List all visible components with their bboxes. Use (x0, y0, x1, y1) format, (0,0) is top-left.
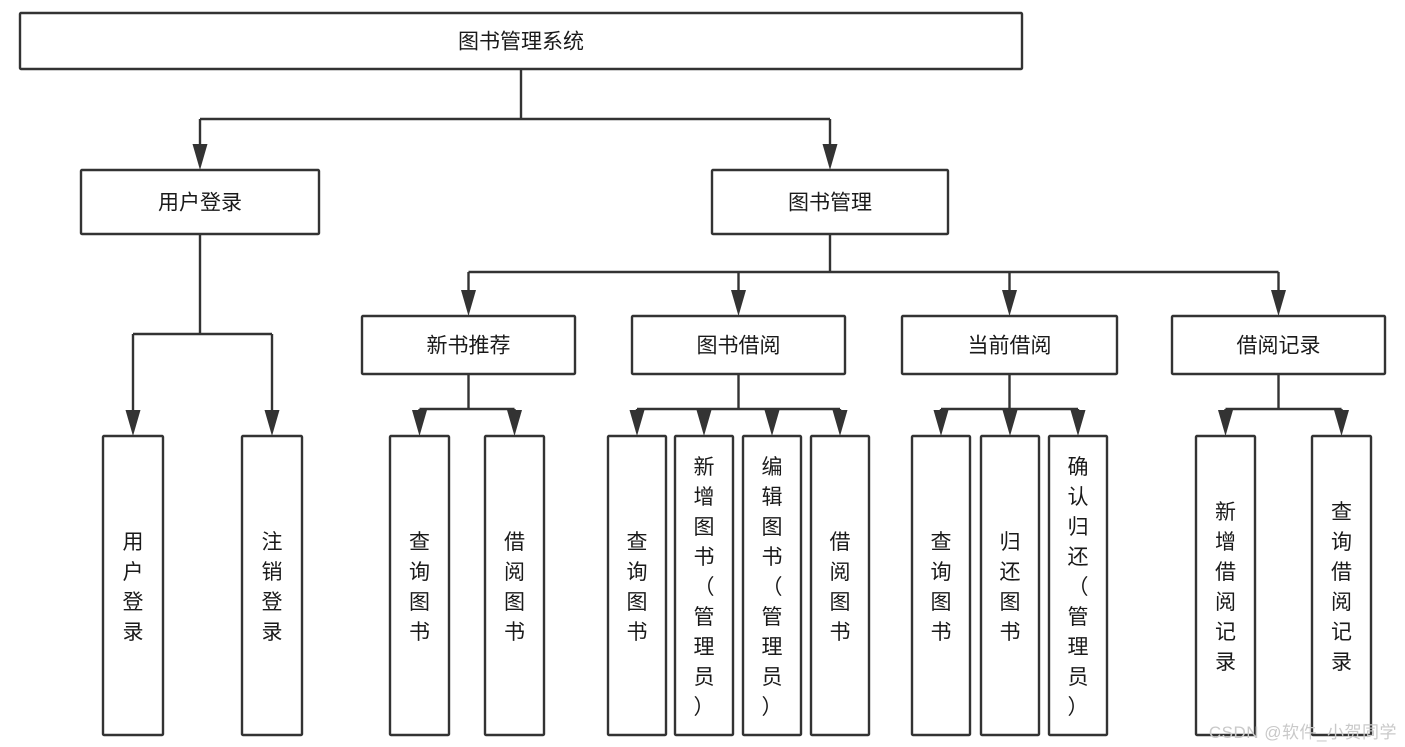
node-leaf-10[interactable]: 确认归还（管理员） (1047, 434, 1109, 737)
node-level1-1[interactable]: 图书管理 (710, 168, 950, 236)
csdn-watermark: CSDN @软件_小贺同学 (1208, 723, 1397, 742)
arrow-head-icon (125, 410, 141, 436)
node-leaf-1[interactable]: 注销登录 (240, 434, 304, 737)
node-leaf-3[interactable]: 借阅图书 (483, 434, 546, 737)
node-box (1310, 434, 1373, 737)
node-box (79, 168, 321, 236)
node-label: 查询图书 (409, 531, 430, 644)
node-label: 编辑图书（管理员） (762, 456, 783, 719)
arrow-head-icon (264, 410, 280, 436)
node-label: 借阅图书 (830, 531, 851, 644)
node-leaf-7[interactable]: 借阅图书 (809, 434, 871, 737)
node-box (360, 314, 577, 376)
node-leaf-8[interactable]: 查询图书 (910, 434, 972, 737)
node-level2-1[interactable]: 图书借阅 (630, 314, 847, 376)
arrow-head-icon (1002, 410, 1018, 436)
node-label: 图书管理 (788, 192, 872, 215)
node-leaf-4[interactable]: 查询图书 (606, 434, 668, 737)
node-box (1194, 434, 1257, 737)
node-box (388, 434, 451, 737)
node-layer: 图书管理系统用户登录图书管理新书推荐图书借阅当前借阅借阅记录用户登录注销登录查询… (18, 11, 1387, 737)
node-label: 新书推荐 (427, 335, 511, 358)
arrow-head-icon (764, 410, 780, 436)
arrow-head-icon (731, 290, 746, 316)
node-label: 查询图书 (931, 531, 952, 644)
arrow-head-icon (696, 410, 712, 436)
node-box (710, 168, 950, 236)
node-box (910, 434, 972, 737)
arrow-head-icon (412, 410, 427, 436)
node-level1-0[interactable]: 用户登录 (79, 168, 321, 236)
node-root-0[interactable]: 图书管理系统 (18, 11, 1024, 71)
connector-layer (125, 69, 1349, 436)
arrow-head-icon (1271, 290, 1286, 316)
node-box (673, 434, 735, 737)
node-label: 用户登录 (158, 192, 242, 215)
arrow-head-icon (1218, 410, 1233, 436)
node-leaf-9[interactable]: 归还图书 (979, 434, 1041, 737)
arrow-head-icon (1070, 410, 1086, 436)
node-leaf-11[interactable]: 新增借阅记录 (1194, 434, 1257, 737)
node-level2-0[interactable]: 新书推荐 (360, 314, 577, 376)
node-box (101, 434, 165, 737)
arrow-head-icon (461, 290, 476, 316)
node-box (240, 434, 304, 737)
node-box (900, 314, 1119, 376)
node-box (18, 11, 1024, 71)
node-label: 查询借阅记录 (1331, 501, 1352, 674)
arrow-head-icon (1002, 290, 1017, 316)
node-leaf-5[interactable]: 新增图书（管理员） (673, 434, 735, 737)
node-label: 新增借阅记录 (1215, 501, 1236, 674)
arrow-head-icon (1334, 410, 1349, 436)
node-leaf-2[interactable]: 查询图书 (388, 434, 451, 737)
arrow-head-icon (933, 410, 949, 436)
arrow-head-icon (507, 410, 522, 436)
node-label: 新增图书（管理员） (694, 456, 715, 719)
node-level2-3[interactable]: 借阅记录 (1170, 314, 1387, 376)
node-level2-2[interactable]: 当前借阅 (900, 314, 1119, 376)
node-leaf-12[interactable]: 查询借阅记录 (1310, 434, 1373, 737)
node-leaf-6[interactable]: 编辑图书（管理员） (741, 434, 803, 737)
node-box (630, 314, 847, 376)
arrow-head-icon (192, 144, 208, 170)
node-box (809, 434, 871, 737)
node-box (483, 434, 546, 737)
arrow-head-icon (822, 144, 838, 170)
node-label: 借阅记录 (1237, 335, 1321, 358)
node-label: 当前借阅 (968, 335, 1052, 358)
node-label: 图书借阅 (697, 335, 781, 358)
node-box (741, 434, 803, 737)
node-label: 归还图书 (1000, 531, 1021, 644)
node-label: 用户登录 (123, 531, 144, 644)
arrow-head-icon (832, 410, 848, 436)
node-leaf-0[interactable]: 用户登录 (101, 434, 165, 737)
node-label: 确认归还（管理员） (1068, 456, 1089, 719)
node-box (606, 434, 668, 737)
node-label: 图书管理系统 (458, 31, 584, 54)
node-box (979, 434, 1041, 737)
node-label: 借阅图书 (504, 531, 525, 644)
node-label: 查询图书 (627, 531, 648, 644)
node-box (1047, 434, 1109, 737)
node-box (1170, 314, 1387, 376)
node-label: 注销登录 (262, 531, 283, 644)
arrow-head-icon (629, 410, 645, 436)
